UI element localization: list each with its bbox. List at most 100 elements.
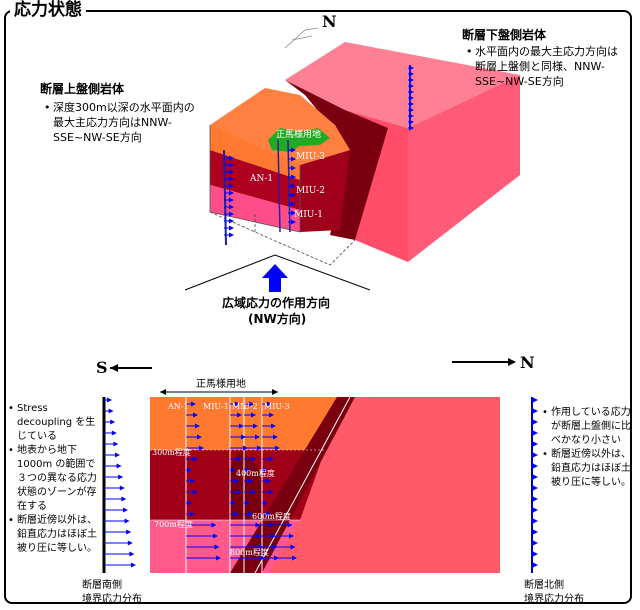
right-boundary-arrow-head	[533, 463, 538, 469]
borehole-label-an1: AN-1	[250, 174, 274, 184]
footwall-top-face	[285, 42, 520, 128]
stress-arrow-an1-head	[229, 190, 234, 196]
borehole-label-miu1: MIU-1	[294, 210, 323, 220]
right-notes: 作用している応力が断層上盤側に比べかなり小さい 断層近傍以外は、鉛直応力はほぼ土…	[542, 406, 634, 490]
section-borehole-arrow-head	[266, 478, 271, 484]
section-borehole-arrow-head	[251, 412, 256, 418]
right-boundary-arrow-head	[533, 485, 538, 491]
site-label-bottom: 正馬様用地	[196, 379, 246, 390]
left-note-1: Stress decoupling を生じている	[8, 402, 100, 444]
section-borehole-arrow-head	[190, 478, 195, 484]
stress-arrow-an1-head	[229, 218, 234, 224]
hangingwall-orange-layer	[210, 125, 300, 180]
section-borehole-arrow-head	[193, 456, 198, 462]
footwall-bullet-1: 水平面内の最大主応力方向は断層上盤側と同様、NNW-SSE~NW-SE方向	[466, 44, 626, 89]
section-borehole-arrow-head	[231, 500, 236, 506]
left-boundary-arrow-head	[115, 452, 120, 458]
section-borehole-arrow-head	[267, 401, 272, 407]
site-area-patch	[268, 128, 330, 152]
section-stress-arrows	[104, 397, 538, 568]
right-caption-line2: 境界応力分布	[524, 594, 584, 605]
right-boundary-arrow-head	[533, 529, 538, 535]
outer-frame	[4, 10, 632, 604]
section-borehole-arrow-head	[211, 522, 217, 528]
right-boundary-arrow-head	[533, 474, 538, 480]
section-borehole-arrow-head	[257, 445, 262, 451]
section-borehole-arrow-head	[251, 456, 256, 462]
left-boundary-arrow-head	[126, 529, 132, 535]
left-boundary-arrow-head	[107, 397, 112, 403]
right-boundary-arrow-head	[533, 551, 538, 557]
depth-label-800m: 800m程度	[230, 548, 269, 557]
stress-arrow-footwall-head	[409, 113, 414, 119]
section-borehole-miu3: MIU-3	[264, 402, 290, 411]
section-borehole-arrow-head	[234, 478, 239, 484]
stress-arrow-an1-head	[229, 169, 234, 175]
section-borehole-arrow-head	[193, 412, 198, 418]
depth-label-400m: 400m程度	[236, 469, 275, 478]
stress-arrow-footwall-head	[409, 83, 414, 89]
north-label-bottom: N	[520, 353, 535, 372]
stress-arrow-an1-head	[229, 155, 234, 161]
right-boundary-arrow-head	[533, 540, 538, 546]
page-title: 応力状態	[10, 0, 86, 20]
section-borehole-arrow-head	[273, 434, 278, 440]
section-borehole-arrow-head	[187, 467, 192, 473]
right-boundary-arrow-head	[533, 452, 538, 458]
right-boundary-arrow-head	[533, 408, 538, 414]
hangingwall-heading: 断層上盤側岩体	[40, 82, 125, 96]
left-boundary-arrow-head	[127, 540, 133, 546]
left-caption-line1: 断層南側	[82, 580, 122, 591]
section-borehole-arrow-head	[193, 489, 198, 495]
section-borehole-an1: AN-1	[168, 402, 189, 411]
hangingwall-side-face	[300, 150, 350, 232]
fault-zone	[285, 80, 388, 240]
section-borehole-arrow-head	[239, 423, 244, 429]
section-borehole-arrow-head	[248, 511, 253, 517]
stress-arrow-miu-head	[291, 183, 296, 189]
hangingwall-bullet-1: 深度300m以深の水平面内の最大主応力方向はNNW-SSE~NW-SE方向	[44, 100, 204, 145]
left-caption-line2: 境界応力分布	[82, 594, 142, 605]
stress-arrow-an1-head	[229, 176, 234, 182]
left-boundary-arrow-head	[131, 562, 136, 568]
stress-arrow-footwall-head	[409, 89, 414, 95]
section-borehole-arrow-head	[287, 522, 293, 528]
section-borehole-arrow-head	[275, 445, 280, 451]
section-borehole-arrow-head	[237, 456, 242, 462]
left-boundary-arrow-head	[121, 496, 127, 502]
left-boundary-arrow-head	[118, 474, 124, 480]
hangingwall-pink-layer-front	[210, 185, 300, 232]
right-caption-line1: 断層北側	[524, 580, 564, 591]
left-boundary-arrow-head	[129, 551, 135, 557]
stress-arrow-footwall-head	[409, 119, 414, 125]
stress-arrow-miu-head	[291, 219, 296, 225]
depth-label-700m: 700m程度	[154, 520, 193, 529]
section-borehole-arrow-head	[271, 423, 276, 429]
regional-stress-sublabel: (NW方向)	[248, 312, 307, 326]
left-boundary-arrow-head	[108, 408, 114, 414]
right-boundary-arrow-head	[533, 397, 538, 403]
south-label: S	[96, 358, 108, 377]
section-borehole-arrow-head	[187, 500, 192, 506]
section-borehole-arrow-head	[234, 511, 239, 517]
left-boundary-arrow-head	[124, 518, 130, 524]
section-borehole-arrow-head	[214, 544, 220, 550]
borehole-label-miu2: MIU-2	[296, 186, 325, 196]
stress-arrow-footwall-head	[409, 125, 414, 131]
section-borehole-arrow-head	[237, 489, 242, 495]
stress-arrow-miu-head	[291, 165, 296, 171]
borehole-label-miu3: MIU-3	[296, 152, 325, 162]
stress-arrow-footwall-head	[409, 65, 414, 71]
section-borehole-arrow-head	[199, 445, 204, 451]
regional-stress-label: 広域応力の作用方向	[222, 296, 331, 310]
footwall-bullets: 水平面内の最大主応力方向は断層上盤側と同様、NNW-SSE~NW-SE方向	[466, 44, 626, 89]
right-boundary-arrow-head	[533, 430, 538, 436]
section-borehole-arrow-head	[237, 412, 242, 418]
left-note-2: 地表から地下1000m の範囲で３つの異なる応力状態のゾーンが存在する	[8, 444, 100, 514]
left-notes: Stress decoupling を生じている 地表から地下1000m の範囲…	[8, 402, 100, 556]
stress-arrow-footwall-head	[409, 77, 414, 83]
section-borehole-arrow-head	[248, 478, 253, 484]
stress-arrow-miu-head	[291, 156, 296, 162]
